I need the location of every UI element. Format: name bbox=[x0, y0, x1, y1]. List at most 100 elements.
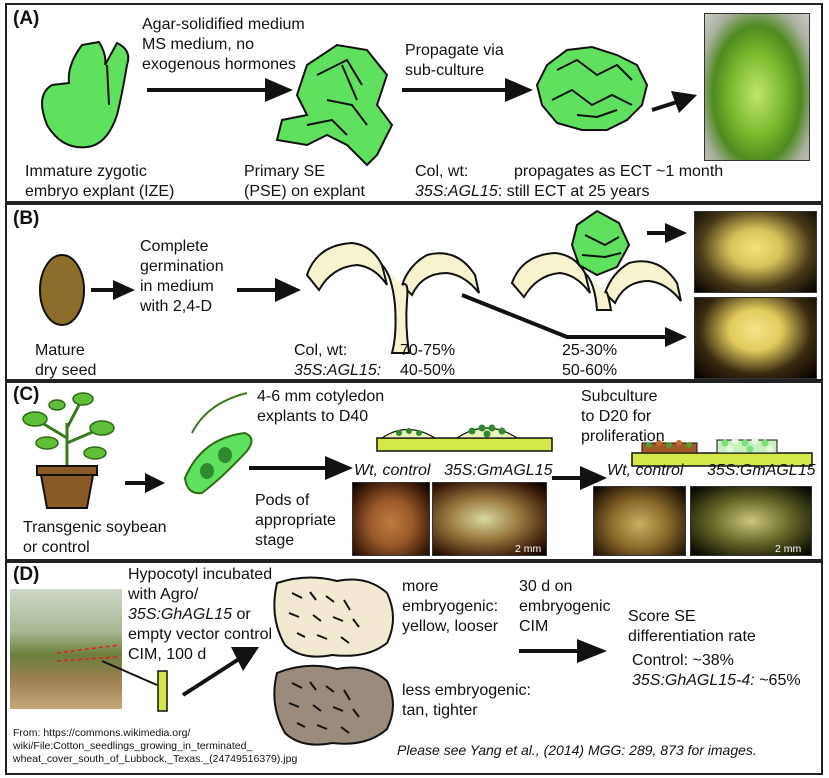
seedling-shoot-shape bbox=[510, 209, 682, 311]
panel-b-label: (B) bbox=[13, 208, 40, 229]
callus-tan-shape bbox=[273, 664, 394, 746]
panel-c-drawing bbox=[22, 392, 813, 509]
panel-b-drawing bbox=[39, 209, 687, 354]
seed-line2: dry seed bbox=[35, 362, 97, 379]
more-line1: more bbox=[402, 578, 439, 595]
hypo-line5: CIM, 100 d bbox=[128, 646, 207, 663]
step1-line2: MS medium, no bbox=[142, 36, 255, 53]
soybean-plant-shape bbox=[22, 392, 115, 466]
hypo-or: or bbox=[232, 606, 251, 623]
pse-line2: (PSE) on explant bbox=[244, 183, 365, 200]
cim-line3: CIM bbox=[519, 618, 549, 635]
seed-shape bbox=[39, 254, 85, 326]
pods-line1: Pods of bbox=[255, 492, 310, 509]
ize-line2: embryo explant (IZE) bbox=[25, 183, 175, 200]
pods-line3: stage bbox=[255, 532, 295, 549]
agl-label-b: 35S:AGL15: bbox=[294, 362, 382, 379]
hypocotyl-segment bbox=[157, 670, 168, 712]
panel-a: (A) Agar-solidified medium MS medium, no… bbox=[5, 3, 823, 203]
panel-a-label: (A) bbox=[13, 8, 40, 29]
explant-line1: 4-6 mm cotyledon bbox=[257, 388, 385, 405]
wt-label-1: Wt, control bbox=[354, 462, 431, 479]
wt-photo-2 bbox=[593, 486, 686, 556]
seedling-photo bbox=[694, 297, 817, 379]
source-line2: wiki/File:Cotton_seedlings_growing_in_te… bbox=[13, 740, 253, 752]
scale-bar-2: 2 mm bbox=[775, 543, 802, 555]
arrow-c2 bbox=[249, 456, 353, 480]
shoot-photo bbox=[694, 211, 817, 293]
col-value-b1: 70-75% bbox=[400, 342, 456, 359]
more-line2: embryogenic: bbox=[402, 598, 499, 615]
gh-score-line: 35S:GhAGL15-4: ~65% bbox=[632, 671, 801, 690]
germ-line2: germination bbox=[140, 258, 224, 275]
wt-label-2: Wt, control bbox=[607, 462, 684, 479]
agl-line-a: 35S:AGL15: still ECT at 25 years bbox=[415, 182, 650, 201]
plant-line2: or control bbox=[23, 539, 90, 556]
col-value-b2: 25-30% bbox=[562, 342, 618, 359]
source-line1: From: https://commons.wikimedia.org/ bbox=[13, 727, 191, 739]
cim-line1: 30 d on bbox=[519, 578, 573, 595]
arrow-d2 bbox=[519, 639, 607, 663]
gm-label-1: 35S:GmAGL15 bbox=[444, 462, 553, 479]
arrow-c1 bbox=[125, 473, 165, 493]
ize-embryo-shape bbox=[41, 40, 130, 149]
score-line2: differentiation rate bbox=[628, 628, 756, 645]
arrow-a3 bbox=[651, 91, 697, 113]
gm-label-2: 35S:GmAGL15 bbox=[707, 462, 816, 479]
panel-d: (D) Hypocotyl incubated with Agro/ 35S:G… bbox=[5, 561, 823, 775]
source-line3: wheat_cover_south_of_Lubbock,_Texas._(24… bbox=[13, 753, 298, 765]
sub-line2: to D20 for bbox=[581, 408, 652, 425]
panel-a-drawing bbox=[41, 40, 697, 167]
col-value-a: propagates as ECT ~1 month bbox=[514, 163, 724, 180]
plant-line1: Transgenic soybean bbox=[23, 519, 167, 536]
ect-photo bbox=[704, 13, 810, 161]
gh-label: 35S:GhAGL15-4: bbox=[632, 672, 755, 689]
panel-b: (B) Complete germination in medium with … bbox=[5, 203, 823, 381]
arrow-b1 bbox=[91, 280, 135, 300]
germ-line1: Complete bbox=[140, 238, 209, 255]
pse-line1: Primary SE bbox=[244, 163, 325, 180]
seed-line1: Mature bbox=[35, 342, 85, 359]
less-line2: tan, tighter bbox=[402, 702, 478, 719]
callus-light-shape bbox=[273, 576, 394, 658]
arrow-c3 bbox=[552, 466, 607, 490]
sub-line3: proliferation bbox=[581, 428, 665, 445]
gm-photo-1 bbox=[432, 482, 547, 556]
hypo-line1: Hypocotyl incubated bbox=[128, 566, 273, 583]
cotton-seedling-photo bbox=[10, 589, 122, 709]
pse-cluster-shape bbox=[275, 43, 394, 167]
pod-shape bbox=[183, 392, 253, 495]
plate-2-shape bbox=[631, 437, 813, 467]
explant-line2: explants to D40 bbox=[257, 408, 369, 425]
arrow-b3 bbox=[647, 223, 687, 243]
arrow-a2 bbox=[402, 78, 533, 102]
agl-value-b1: 40-50% bbox=[400, 362, 456, 379]
score-line1: Score SE bbox=[628, 608, 696, 625]
arrow-b4 bbox=[461, 293, 687, 347]
col-label-a: Col, wt: bbox=[415, 163, 469, 180]
arrow-b2 bbox=[237, 278, 301, 302]
agl-value-a: : still ECT at 25 years bbox=[497, 183, 650, 200]
pot-shape bbox=[36, 465, 98, 509]
gm-photo-2 bbox=[690, 486, 812, 556]
hypo-construct: 35S:GhAGL15 bbox=[128, 606, 233, 623]
arrow-a1 bbox=[147, 78, 293, 102]
step2-line2: sub-culture bbox=[405, 62, 485, 79]
wt-photo-1 bbox=[352, 482, 430, 556]
hypo-line4: empty vector control bbox=[128, 626, 273, 643]
ize-line1: Immature zygotic bbox=[25, 163, 147, 180]
col-label-b: Col, wt: bbox=[294, 342, 348, 359]
step1-line3: exogenous hormones bbox=[142, 56, 296, 73]
agl-label-a: 35S:AGL15 bbox=[415, 183, 498, 200]
arrow-d1 bbox=[181, 647, 259, 697]
panel-d-label: (D) bbox=[13, 564, 40, 585]
step1-line1: Agar-solidified medium bbox=[142, 16, 305, 33]
panel-c: (C) 4-6 mm cotyledon explants to D40 Sub… bbox=[5, 381, 823, 561]
panel-d-drawing bbox=[56, 576, 607, 746]
hypo-line2: with Agro/ bbox=[128, 586, 199, 603]
germ-line4: with 2,4-D bbox=[140, 298, 213, 315]
sub-line1: Subculture bbox=[581, 388, 658, 405]
germ-line3: in medium bbox=[140, 278, 214, 295]
agl-value-b2: 50-60% bbox=[562, 362, 618, 379]
seedling-shape bbox=[305, 241, 480, 354]
